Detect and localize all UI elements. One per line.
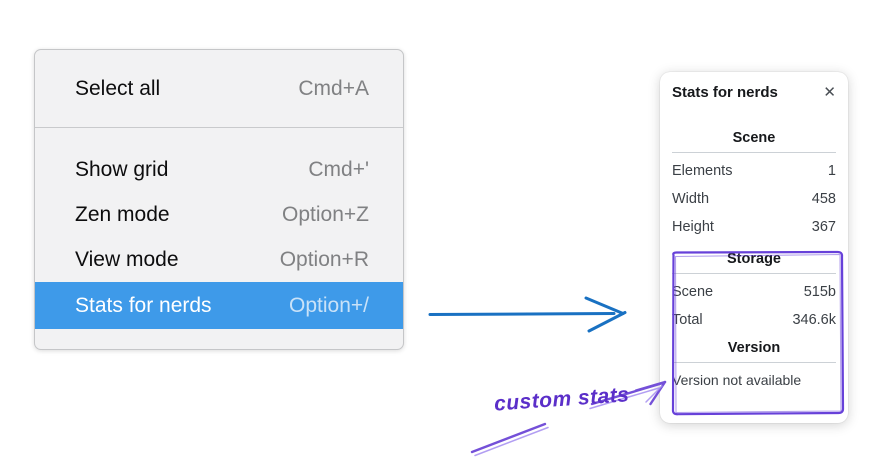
stat-label: Height [672,219,714,235]
stat-label: Total [672,312,703,328]
stats-panel-header: Stats for nerds ✕ [672,84,836,101]
menu-item-stats-for-nerds[interactable]: Stats for nerds Option+/ [35,282,403,329]
menu-item-label: Select all [75,76,161,100]
menu-item-shortcut: Cmd+A [298,76,369,100]
stat-value: 458 [811,191,836,207]
stat-label: Scene [672,284,714,300]
stats-panel-title: Stats for nerds [672,84,778,101]
version-section-heading: Version [727,340,781,356]
menu-group-view-options: Show grid Cmd+' Zen mode Option+Z View m… [35,128,403,329]
menu-item-shortcut: Option+R [279,247,369,271]
menu-item-shortcut: Option+/ [289,293,369,317]
menu-item-shortcut: Cmd+' [308,157,369,181]
stat-row-total-storage: Total 346.6k [672,306,836,334]
menu-separator [35,127,403,128]
close-icon[interactable]: ✕ [823,84,836,101]
stat-value: 1 [827,163,836,179]
stat-row-scene-storage: Scene 515b [672,278,836,306]
stat-value: 367 [811,219,836,235]
menu-item-label: Zen mode [75,202,170,226]
stat-label: Width [672,191,710,207]
stats-panel: Stats for nerds ✕ Scene Elements 1 Width… [660,72,848,423]
stat-row-elements: Elements 1 [672,157,836,185]
annotation-custom-stats: custom stats [493,383,631,416]
version-note: Version not available [672,372,802,388]
stat-row-width: Width 458 [672,185,836,213]
scene-section-heading: Scene [732,130,776,146]
stat-row-height: Height 367 [672,213,836,241]
menu-item-view-mode[interactable]: View mode Option+R [35,237,403,282]
stat-label: Elements [672,163,733,179]
menu-item-shortcut: Option+Z [282,202,369,226]
menu-item-label: Stats for nerds [75,293,212,317]
flow-arrow [428,296,627,333]
storage-section-heading: Storage [727,251,781,267]
stat-value: 515b [803,284,836,300]
section-divider [672,152,836,153]
menu-item-label: Show grid [75,157,169,181]
menu-item-select-all[interactable]: Select all Cmd+A [35,50,403,127]
menu-item-zen-mode[interactable]: Zen mode Option+Z [35,192,403,237]
section-divider [672,362,836,363]
menu-item-label: View mode [75,247,179,271]
context-menu: Select all Cmd+A Show grid Cmd+' Zen mod… [34,49,404,350]
stat-value: 346.6k [792,312,836,328]
menu-item-show-grid[interactable]: Show grid Cmd+' [35,147,403,192]
section-divider [672,273,836,274]
